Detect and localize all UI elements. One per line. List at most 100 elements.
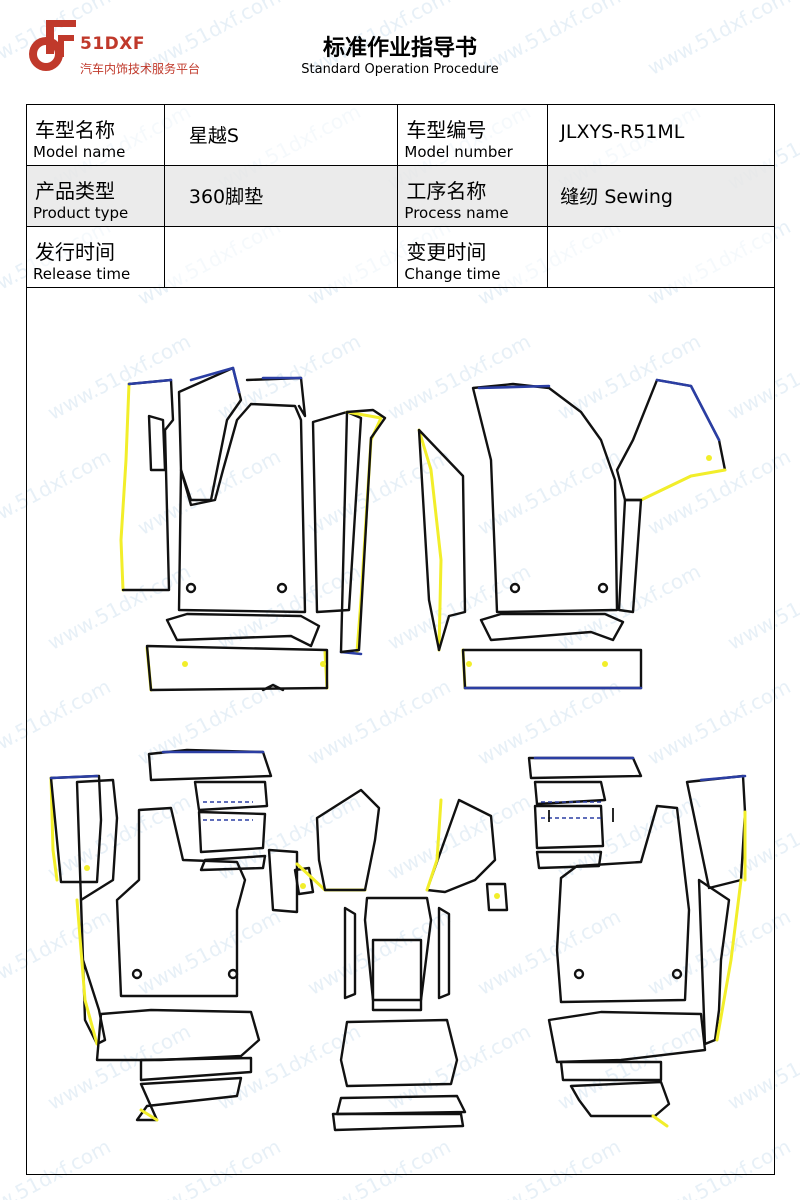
rear-right-mat-group [527,756,747,1128]
front-left-bottom-strip [145,644,329,692]
marker-dot [182,661,188,667]
rear-left-side-strip [49,774,103,884]
rear-right-outer-strip [697,878,731,1046]
left-mat-hole-1 [185,582,197,594]
center-side-strip-r [437,906,451,1000]
model-number-value-cell: JLXYS-R51ML [547,104,775,166]
left-strip-cutout [147,414,167,472]
change-time-label-en: Change time [404,265,501,283]
rear-left-hole-2 [227,968,239,980]
blue-edge-left-strip [127,378,173,386]
product-type-value: 360脚垫 [188,186,264,208]
product-type-label: 产品类型 [35,179,115,203]
yellow-edge-side [345,410,383,654]
front-right-bottom-strip [461,648,643,690]
rear-right-hole-2 [671,968,683,980]
rear-left-tab-1 [193,780,269,812]
rear-left-heel-1 [95,1008,261,1062]
rear-right-tab-3 [535,850,603,870]
page-title: 标准作业指导书 [322,36,477,61]
product-type-label-en: Product type [33,204,129,222]
process-name-label-cell: 工序名称 Process name [397,165,549,227]
dashed-seam [203,801,253,821]
marker-dot [706,455,712,461]
center-small-patch [485,882,509,912]
yellow-edge-center-right [425,798,443,892]
model-number-value: JLXYS-R51ML [560,121,685,143]
rear-right-heel-1 [547,1010,707,1064]
front-left-mat-group [119,366,387,692]
release-time-label: 发行时间 [35,240,115,264]
right-mat-hole-1 [509,582,521,594]
rear-right-main-mat [555,804,691,1004]
rear-right-hole-1 [573,968,585,980]
left-strip-piece [121,378,175,592]
rear-left-top-piece [147,748,273,782]
info-row-product: 产品类型 Product type 360脚垫 工序名称 Process nam… [26,165,775,227]
change-time-label: 变更时间 [406,240,487,264]
blue-edge-right-top [477,384,551,390]
marker-dot [494,893,500,899]
rear-left-heel-3 [135,1076,243,1122]
front-right-side-strip [417,428,467,652]
release-time-value-cell [163,226,399,288]
rear-right-side-strip [685,774,747,890]
model-name-value-cell: 星越S [163,104,399,166]
front-right-mat-group [417,378,727,690]
rear-left-tab-3 [199,854,267,872]
brand-subtitle: 汽车内饰技术服务平台 [80,62,201,76]
product-type-label-cell: 产品类型 Product type [26,165,165,227]
yellow-edge-rear-right-outer [715,878,743,1042]
process-name-label-en: Process name [404,204,509,222]
model-number-label-cell: 车型编号 Model number [397,104,549,166]
yellow-edge-rear-left [49,776,59,882]
front-left-outer-strip [339,408,387,654]
marker-dot [602,661,608,667]
pattern-diagram [49,366,747,1132]
center-strip-1 [335,1094,467,1116]
rear-right-tab-1 [533,780,607,806]
brand-logo [22,18,78,74]
model-name-label-cell: 车型名称 Model name [26,104,165,166]
left-mat-hole-2 [276,582,288,594]
process-name-label: 工序名称 [406,179,487,203]
front-right-heel-piece [479,612,625,642]
bottom-strip-notch [261,683,285,692]
product-type-value-cell: 360脚垫 [163,165,399,227]
seam-marker [548,808,614,822]
yellow-edge-rear-left-outer [75,898,99,1046]
rear-right-top-piece [527,756,643,780]
blue-edge-rear-right [699,774,747,782]
marker-dot [320,661,326,667]
marker-dot [466,661,472,667]
right-mat-hole-2 [597,582,609,594]
rear-right-heel-3 [569,1080,671,1118]
blue-edge-upper-right [655,378,721,442]
rear-left-heel-2 [139,1056,253,1082]
model-name-value: 星越S [188,125,239,147]
rear-left-hole-1 [131,968,143,980]
dashed-seam [541,801,601,819]
rear-left-tab-2 [197,810,267,854]
center-tunnel-mid [371,938,423,1012]
change-time-label-cell: 变更时间 Change time [397,226,549,288]
pattern-drawing-area [26,288,775,1175]
yellow-edge-right-left [417,428,443,652]
front-left-side-strip [311,410,363,614]
front-right-narrow-strip [617,498,643,614]
process-name-value-cell: 缝纫 Sewing [547,165,775,227]
blue-edge-upper [189,366,241,394]
page-subtitle: Standard Operation Procedure [301,62,499,77]
rear-left-main-mat [115,806,247,998]
center-strip-2 [331,1112,465,1132]
center-side-strip-l [343,906,357,1000]
yellow-edge-left-strip [119,382,131,592]
rear-left-insert [267,848,299,914]
front-left-upper-piece [177,366,243,502]
model-number-label: 车型编号 [406,118,487,142]
marker-dot [84,865,90,871]
info-row-model: 车型名称 Model name 星越S 车型编号 Model number JL… [26,104,775,166]
rear-left-mat-group [49,748,315,1122]
marker-dot [300,883,306,889]
release-time-label-en: Release time [33,265,131,283]
